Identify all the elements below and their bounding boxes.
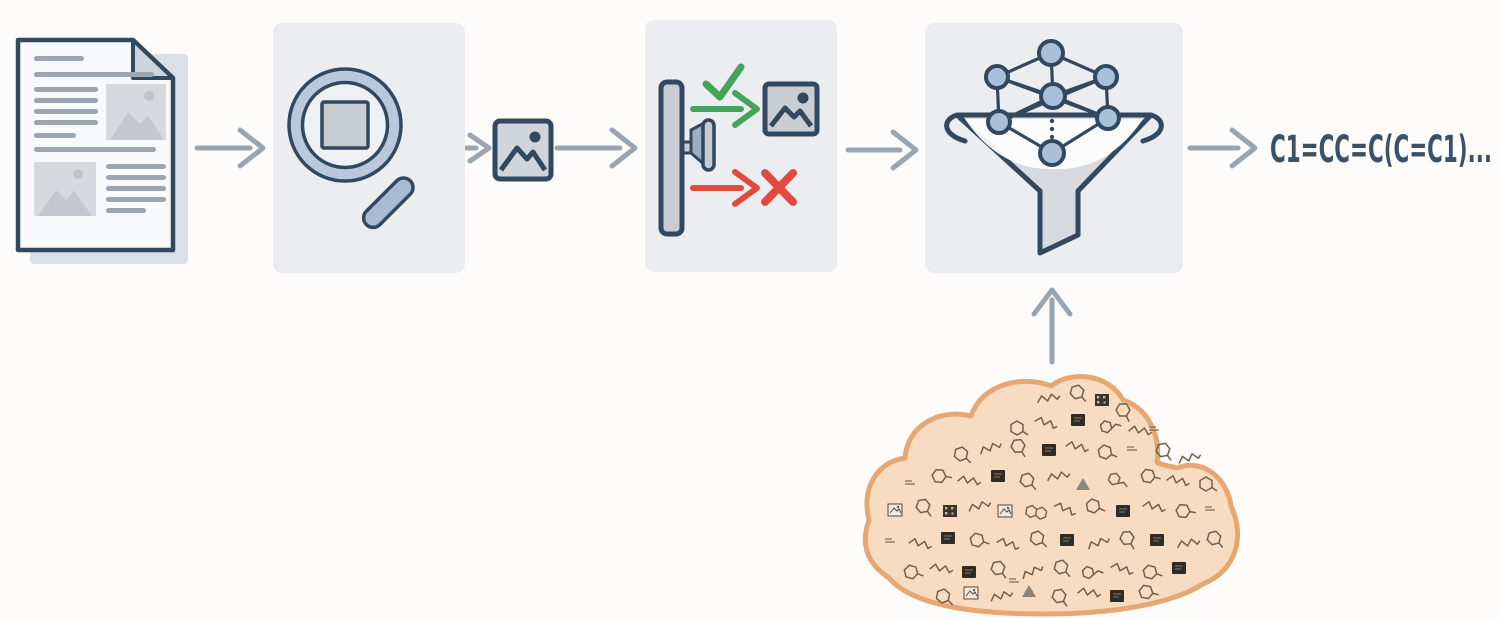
document-fold-corner [131, 38, 175, 80]
molecule-item-thumb [990, 469, 1006, 483]
nn-nodes [984, 39, 1121, 167]
molecule-item-thumb [1109, 589, 1125, 603]
molecule-item-thumb [1115, 504, 1131, 518]
molecule-item-qr [1095, 394, 1109, 406]
extracted-image-icon [492, 118, 554, 182]
gate-end-bar [701, 118, 716, 172]
neural-network-icon [984, 39, 1121, 167]
flow-arrow-3 [554, 127, 638, 169]
nn-dots-ellipsis [1049, 118, 1055, 140]
detection-panel [273, 23, 465, 273]
magnifier-ring-outer-outline [287, 67, 403, 183]
model-panel [925, 23, 1183, 273]
molecule-item-photo [997, 504, 1013, 518]
document-icon [15, 37, 188, 264]
molecule-item-thumb [961, 565, 977, 579]
flow-arrow-4 [845, 129, 919, 171]
molecule-item-thumb [1149, 533, 1165, 547]
magnifier-ring-inner-outline [300, 80, 390, 170]
molecule-item-thumb [1041, 443, 1057, 457]
document-figure-bottom [34, 162, 96, 216]
flow-arrow-1 [194, 127, 266, 169]
detected-region-square [320, 100, 370, 150]
filter-gate-icon [658, 79, 716, 237]
reject-arrow-icon [690, 169, 760, 207]
funnel-rim-right [1140, 112, 1164, 144]
smiles-output-text: C1=CC=C(C=C1)... [1270, 128, 1492, 171]
document-figure-top [106, 84, 166, 140]
magnifier-handle [361, 176, 415, 230]
x-icon [761, 169, 797, 206]
molecule-item-thumb [1070, 413, 1086, 427]
molecule-item-thumb [1059, 533, 1075, 547]
gate-vertical-bar [658, 79, 685, 237]
molecule-item-thumb [940, 531, 956, 545]
molecule-item-chain [1176, 450, 1203, 465]
funnel-rim-left [944, 112, 968, 144]
accepted-image-icon [762, 81, 820, 137]
molecule-cloud-icon [862, 374, 1240, 617]
molecule-item-qr [943, 505, 957, 517]
molecule-item-thumb [1171, 561, 1187, 575]
molecule-item-photo [963, 586, 979, 600]
up-arrow-icon [1031, 287, 1073, 365]
cloud-shape [862, 374, 1240, 617]
document-text-lines [34, 56, 166, 213]
accept-arrow-icon [690, 90, 760, 128]
filter-panel [645, 20, 837, 272]
flow-arrow-5 [1187, 127, 1258, 169]
molecule-item-photo [887, 503, 903, 517]
flow-arrow-2 [461, 132, 492, 164]
magnifier-detection-icon [287, 67, 415, 230]
check-icon [702, 63, 745, 101]
